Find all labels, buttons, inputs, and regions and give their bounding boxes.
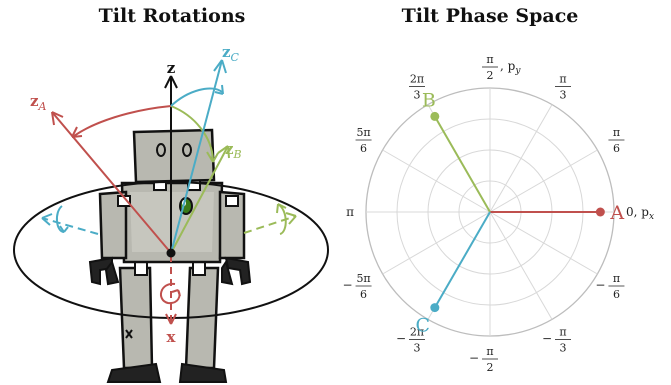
angle-label-denominator: 3 [414,341,421,354]
angle-label-denominator: 3 [560,341,567,354]
angle-label-sign: − [342,278,352,292]
polar-spoke [489,211,553,320]
angle-label-numerator: π [559,325,566,338]
angle-label-text: 0, px [626,205,654,222]
robot-legs [106,260,228,383]
zB-axis [170,105,230,254]
angle-label-text: π [346,205,354,219]
angle-label-numerator: π [559,73,566,86]
polar-spoke [489,211,598,275]
polar-spoke [382,211,491,275]
zB-label-main: z [225,140,234,158]
angle-label-suffix: , py [500,59,521,76]
angle-label-sign: − [542,331,552,345]
angle-label-denominator: 2 [487,69,494,82]
x-axis-label: x [167,328,177,346]
angle-label-denominator: 3 [560,89,567,102]
polar-spoke [489,104,553,213]
side-rotation-left [41,205,99,235]
zC-axis-label: zC [222,43,240,64]
polar-angle-label: 0, px [626,205,654,222]
angle-label-denominator: 3 [414,89,421,102]
phase-vector-b [433,115,491,213]
angle-label-numerator: π [613,272,620,285]
left-panel-title: Tilt Rotations [99,5,246,27]
angle-label-numerator: π [613,126,620,139]
polar-angle-label: π6 [608,126,625,155]
zA-label-sub: A [38,100,47,113]
polar-angle-label: 5π6 [355,126,372,155]
z-axis-label: z [167,59,176,77]
robot-arms [88,190,252,286]
angle-label-numerator: π [486,345,493,358]
polar-angle-label: π3 [555,73,571,102]
polar-angle-label: π 2 , py [482,53,521,82]
zB-label-sub: B [233,148,242,161]
polar-angle-label: −π 2 [469,345,498,374]
x-axis [159,255,181,325]
angle-label-numerator: 5π [356,126,370,139]
polar-angle-label: −π 3 [542,325,571,354]
angle-label-denominator: 6 [613,142,620,155]
origin-point [166,248,176,258]
angle-label-denominator: 6 [360,142,367,155]
phase-point-label-b: B [422,89,436,111]
zB-axis-label: zB [225,140,242,161]
polar-spoke [382,149,491,213]
zC-label-sub: C [231,51,240,64]
zC-label-main: z [222,43,231,61]
angle-label-sign: − [595,278,605,292]
polar-angle-label: π [346,205,354,219]
polar-angle-label: −2π 3 [396,325,425,354]
angle-label-denominator: 6 [360,288,367,301]
zA-axis [51,105,172,254]
polar-angle-label: −5π 6 [342,272,372,301]
angle-label-sign: − [469,351,479,365]
phase-point-c [430,303,440,313]
polar-angle-label: 2π3 [409,73,425,102]
angle-label-denominator: 6 [613,288,620,301]
polar-points: A B C [416,89,625,336]
right-panel-title: Tilt Phase Space [402,5,579,27]
angle-label-sign: − [396,331,406,345]
angle-label-numerator: 2π [410,73,424,86]
phase-vector-c [433,211,491,309]
angle-label-numerator: 5π [356,272,370,285]
polar-spoke [489,149,598,213]
angle-label-numerator: π [486,53,493,66]
zA-label-main: z [30,92,39,110]
angle-label-denominator: 2 [487,361,494,374]
angle-label-numerator: 2π [410,325,424,338]
phase-point-label-a: A [609,202,624,224]
z-axis [164,75,178,253]
polar-angle-label: −π 6 [595,272,625,301]
side-rotation-right [243,203,297,235]
phase-point-b [430,111,440,121]
zC-axis [170,59,227,254]
zA-axis-label: zA [30,92,47,113]
phase-point-label-c: C [416,315,431,337]
phase-point-a [595,207,605,217]
